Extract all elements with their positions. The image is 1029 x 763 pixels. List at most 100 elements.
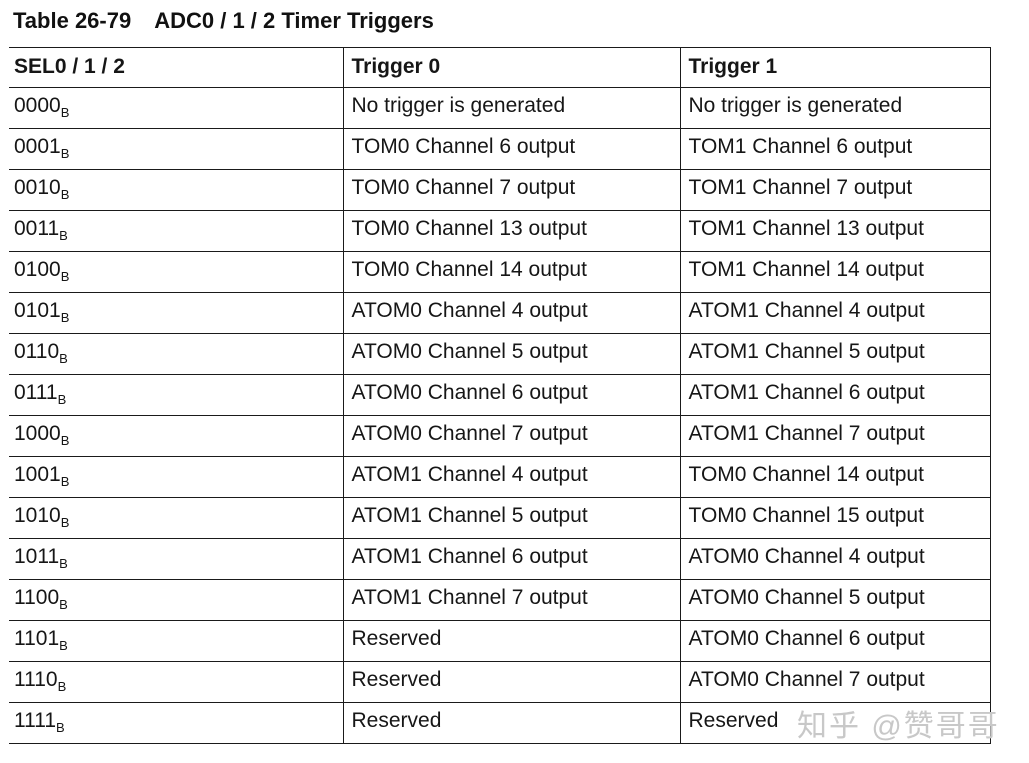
trigger1-cell: Reserved: [679, 702, 991, 744]
trigger0-cell: ATOM1 Channel 6 output: [342, 538, 681, 580]
table-row: 0101B ATOM0 Channel 4 output ATOM1 Chann…: [9, 292, 991, 334]
sel-value: 1000: [14, 422, 61, 445]
binary-subscript: B: [57, 392, 67, 407]
sel-value: 1001: [14, 463, 61, 486]
binary-subscript: B: [60, 433, 70, 448]
trigger1-cell: TOM1 Channel 7 output: [679, 169, 991, 211]
binary-subscript: B: [60, 146, 70, 161]
sel-value: 0100: [14, 258, 61, 281]
trigger1-cell: ATOM1 Channel 4 output: [679, 292, 991, 334]
table-body: 0000B No trigger is generated No trigger…: [9, 87, 991, 744]
header-sel: SEL0 / 1 / 2: [9, 47, 344, 88]
sel-cell: 1101B: [9, 620, 344, 662]
trigger1-cell: TOM1 Channel 13 output: [679, 210, 991, 252]
binary-subscript: B: [60, 187, 70, 202]
sel-cell: 1001B: [9, 456, 344, 498]
sel-value: 1110: [14, 668, 58, 691]
trigger0-cell: ATOM0 Channel 4 output: [342, 292, 681, 334]
sel-cell: 0011B: [9, 210, 344, 252]
table-row: 0100B TOM0 Channel 14 output TOM1 Channe…: [9, 251, 991, 293]
table-row: 1101B Reserved ATOM0 Channel 6 output: [9, 620, 991, 662]
sel-value: 0101: [14, 299, 61, 322]
sel-value: 0010: [14, 176, 61, 199]
sel-cell: 1011B: [9, 538, 344, 580]
trigger0-cell: ATOM1 Channel 4 output: [342, 456, 681, 498]
sel-value: 1111: [14, 709, 57, 732]
table-row: 0010B TOM0 Channel 7 output TOM1 Channel…: [9, 169, 991, 211]
table-row: 0001B TOM0 Channel 6 output TOM1 Channel…: [9, 128, 991, 170]
trigger0-cell: TOM0 Channel 7 output: [342, 169, 681, 211]
adc-timer-triggers-table: SEL0 / 1 / 2 Trigger 0 Trigger 1 0000B N…: [9, 47, 991, 744]
table-title-number: Table 26-79: [13, 8, 132, 33]
sel-value: 1100: [14, 586, 60, 609]
trigger0-cell: Reserved: [342, 620, 681, 662]
trigger1-cell: TOM0 Channel 15 output: [679, 497, 991, 539]
trigger0-cell: Reserved: [342, 661, 681, 703]
trigger1-cell: ATOM0 Channel 5 output: [679, 579, 991, 621]
trigger1-cell: TOM1 Channel 6 output: [679, 128, 991, 170]
sel-cell: 0001B: [9, 128, 344, 170]
table-row: 1100B ATOM1 Channel 7 output ATOM0 Chann…: [9, 579, 991, 621]
sel-cell: 1010B: [9, 497, 344, 539]
sel-value: 0011: [14, 217, 60, 240]
binary-subscript: B: [60, 310, 70, 325]
trigger0-cell: ATOM1 Channel 5 output: [342, 497, 681, 539]
sel-cell: 0000B: [9, 87, 344, 129]
header-row: SEL0 / 1 / 2 Trigger 0 Trigger 1: [9, 47, 991, 88]
table-row: 0000B No trigger is generated No trigger…: [9, 87, 991, 129]
trigger1-cell: ATOM0 Channel 7 output: [679, 661, 991, 703]
sel-cell: 0100B: [9, 251, 344, 293]
sel-value: 1011: [14, 545, 60, 568]
trigger0-cell: No trigger is generated: [342, 87, 681, 129]
table-title: Table 26-79 ADC0 / 1 / 2 Timer Triggers: [13, 8, 434, 34]
table-row: 1111B Reserved Reserved: [9, 702, 991, 744]
table-row: 0110B ATOM0 Channel 5 output ATOM1 Chann…: [9, 333, 991, 375]
trigger0-cell: TOM0 Channel 6 output: [342, 128, 681, 170]
table-row: 1010B ATOM1 Channel 5 output TOM0 Channe…: [9, 497, 991, 539]
header-trigger1: Trigger 1: [679, 47, 991, 88]
binary-subscript: B: [56, 720, 65, 735]
table-row: 1110B Reserved ATOM0 Channel 7 output: [9, 661, 991, 703]
sel-value: 0001: [14, 135, 61, 158]
binary-subscript: B: [59, 597, 68, 612]
trigger1-cell: ATOM0 Channel 4 output: [679, 538, 991, 580]
sel-cell: 1100B: [9, 579, 344, 621]
binary-subscript: B: [59, 351, 68, 366]
binary-subscript: B: [60, 515, 70, 530]
binary-subscript: B: [60, 474, 70, 489]
trigger1-cell: TOM0 Channel 14 output: [679, 456, 991, 498]
sel-cell: 1111B: [9, 702, 344, 744]
sel-cell: 0010B: [9, 169, 344, 211]
table-row: 1011B ATOM1 Channel 6 output ATOM0 Chann…: [9, 538, 991, 580]
trigger1-cell: TOM1 Channel 14 output: [679, 251, 991, 293]
trigger1-cell: ATOM1 Channel 5 output: [679, 333, 991, 375]
sel-value: 1010: [14, 504, 61, 527]
binary-subscript: B: [59, 228, 68, 243]
header-trigger0: Trigger 0: [342, 47, 681, 88]
binary-subscript: B: [57, 679, 67, 694]
table-row: 0111B ATOM0 Channel 6 output ATOM1 Chann…: [9, 374, 991, 416]
trigger0-cell: ATOM1 Channel 7 output: [342, 579, 681, 621]
trigger0-cell: ATOM0 Channel 7 output: [342, 415, 681, 457]
sel-cell: 0110B: [9, 333, 344, 375]
table-row: 1000B ATOM0 Channel 7 output ATOM1 Chann…: [9, 415, 991, 457]
table-title-text: ADC0 / 1 / 2 Timer Triggers: [154, 8, 434, 33]
trigger1-cell: No trigger is generated: [679, 87, 991, 129]
sel-cell: 0101B: [9, 292, 344, 334]
binary-subscript: B: [60, 269, 70, 284]
sel-cell: 0111B: [9, 374, 344, 416]
sel-cell: 1000B: [9, 415, 344, 457]
sel-value: 1101: [14, 627, 60, 650]
trigger1-cell: ATOM0 Channel 6 output: [679, 620, 991, 662]
sel-value: 0000: [14, 94, 61, 117]
trigger0-cell: TOM0 Channel 14 output: [342, 251, 681, 293]
sel-value: 0110: [14, 340, 60, 363]
trigger0-cell: Reserved: [342, 702, 681, 744]
table-row: 0011B TOM0 Channel 13 output TOM1 Channe…: [9, 210, 991, 252]
binary-subscript: B: [59, 556, 68, 571]
sel-cell: 1110B: [9, 661, 344, 703]
binary-subscript: B: [59, 638, 68, 653]
table-row: 1001B ATOM1 Channel 4 output TOM0 Channe…: [9, 456, 991, 498]
trigger1-cell: ATOM1 Channel 6 output: [679, 374, 991, 416]
